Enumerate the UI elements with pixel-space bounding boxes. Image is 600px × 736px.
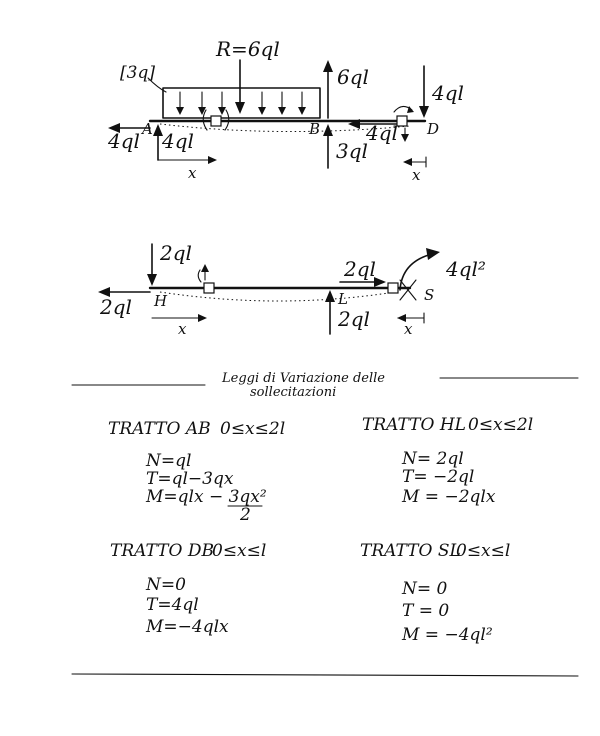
load-label: [3q] — [120, 63, 155, 83]
tratto-AB: TRATTO AB 0≤x≤2l N=ql T=ql−3qx M=qlx − 3… — [108, 419, 285, 525]
hinge-1 — [210, 115, 222, 127]
deflection-curve-2 — [159, 291, 396, 302]
node-S: S — [424, 286, 434, 304]
distributed-load-outline — [162, 87, 321, 119]
x-label-left-1: x — [188, 164, 197, 182]
x-label-right-1: x — [412, 166, 421, 184]
tratto-range: 0≤x≤2l — [220, 419, 285, 439]
reaction-B-label: 3ql — [336, 139, 368, 163]
force-D-down-label: 4ql — [431, 81, 464, 105]
x-label-right-2: x — [404, 320, 413, 338]
tratto-name: TRATTO SL — [360, 541, 461, 561]
tratto-range: 0≤x≤l — [456, 541, 510, 561]
formula-M: M=qlx − 3qx² — [145, 487, 267, 507]
force-H-down-label: 2ql — [159, 241, 192, 265]
force-H-horizontal-label: 2ql — [99, 295, 132, 319]
force-D-horizontal-label: 4ql — [365, 121, 398, 145]
formula-M: M = −4ql² — [401, 625, 493, 645]
load-leader-line — [147, 77, 167, 93]
moment-label: 4ql² — [445, 257, 486, 281]
tratto-range: 0≤x≤2l — [468, 415, 533, 435]
section-header: Leggi di Variazione delle sollecitazioni — [71, 371, 579, 400]
formula-N: N= 0 — [401, 579, 448, 599]
formula-N: N=0 — [145, 575, 186, 595]
tratto-DB: TRATTO DB 0≤x≤l N=0 T=4ql M=−4qlx — [110, 541, 266, 637]
tratto-SL: TRATTO SL 0≤x≤l N= 0 T = 0 M = −4ql² — [360, 541, 510, 645]
force-B-up-label: 6ql — [337, 65, 369, 89]
reaction-L-label: 2ql — [337, 307, 370, 331]
cut-section-D — [396, 115, 408, 127]
formula-M-denominator: 2 — [239, 505, 251, 525]
beam-diagram-1: [3q] R=6ql A B D 4ql 4ql 6ql 3ql — [107, 37, 464, 184]
node-H: H — [153, 292, 168, 310]
force-A-horizontal-label: 4ql — [107, 129, 140, 153]
section-title-line2: sollecitazioni — [250, 385, 336, 400]
deflection-curve-1 — [159, 123, 411, 133]
node-A: A — [140, 120, 153, 138]
beam-diagram-2: 2ql 2ql H 2ql L 2ql S 4ql² x — [98, 241, 486, 338]
formula-N: N=ql — [145, 451, 191, 471]
formula-T: T=4ql — [146, 595, 199, 615]
tratto-HL: TRATTO HL 0≤x≤2l N= 2ql T= −2ql M = −2ql… — [362, 415, 533, 507]
resultant-label: R=6ql — [215, 37, 280, 61]
node-L: L — [337, 290, 348, 308]
node-B: B — [308, 120, 320, 138]
tratto-name: TRATTO AB — [108, 419, 211, 439]
tratto-name: TRATTO HL — [362, 415, 466, 435]
force-L-horizontal-label: 2ql — [343, 257, 376, 281]
bottom-rule — [71, 673, 579, 677]
section-title-line1: Leggi di Variazione delle — [221, 371, 385, 386]
cut-section-S — [387, 282, 399, 294]
formula-T: T=ql−3qx — [146, 469, 234, 489]
formula-M: M=−4qlx — [145, 617, 229, 637]
formula-N: N= 2ql — [401, 449, 464, 469]
formula-M: M = −2qlx — [401, 487, 496, 507]
formula-T: T = 0 — [402, 601, 449, 621]
node-D: D — [426, 120, 439, 138]
formula-T: T= −2ql — [402, 467, 474, 487]
moment-arc — [399, 253, 433, 291]
x-label-left-2: x — [178, 320, 187, 338]
tratto-name: TRATTO DB — [110, 541, 214, 561]
distributed-load-arrows — [176, 91, 306, 115]
reaction-A-label: 4ql — [161, 129, 194, 153]
hinge-2 — [203, 282, 215, 294]
tratto-range: 0≤x≤l — [212, 541, 266, 561]
